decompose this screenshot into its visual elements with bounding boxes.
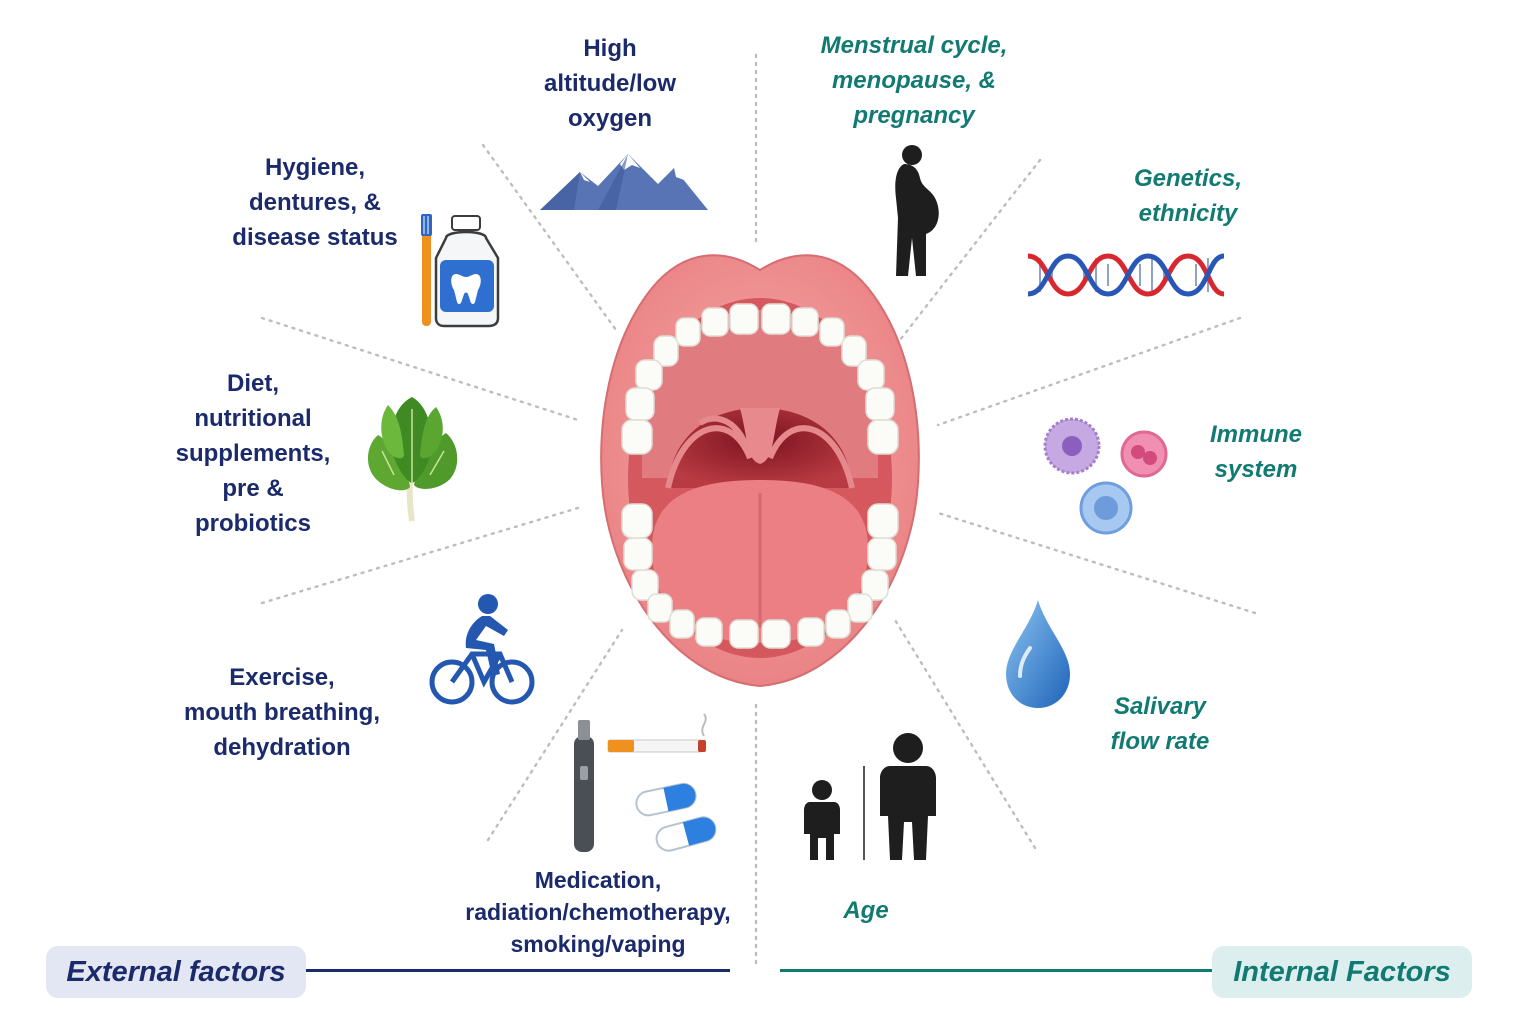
- vape-cigarette-pills-icon: [574, 713, 717, 852]
- external-factors-badge: External factors: [46, 946, 306, 998]
- pregnant-woman-icon: [895, 145, 939, 276]
- mountain-icon: [540, 154, 708, 210]
- open-mouth-icon: [600, 254, 920, 688]
- factor-label-hygiene: Hygiene, dentures, & disease status: [232, 154, 398, 251]
- cyclist-icon: [429, 594, 535, 705]
- leafy-greens-icon: [367, 397, 458, 522]
- internal-factors-divider: [780, 969, 1212, 972]
- factor-label-age: Age: [843, 897, 889, 924]
- external-factors-divider: [306, 969, 730, 972]
- factor-label-exercise: Exercise, mouth breathing, dehydration: [184, 664, 380, 761]
- internal-factors-badge: Internal Factors: [1212, 946, 1472, 998]
- factor-label-genetics: Genetics, ethnicity: [1133, 165, 1243, 227]
- factor-label-immune: Immune system: [1209, 421, 1302, 483]
- toothbrush-mouthwash-icon: [421, 214, 500, 328]
- immune-cells-icon: [1043, 417, 1168, 535]
- dna-icon: [1027, 253, 1225, 297]
- child-adult-icon: [804, 733, 936, 860]
- factor-label-altitude: High altitude/low oxygen: [544, 35, 676, 132]
- factor-label-hormonal: Menstrual cycle, menopause, & pregnancy: [820, 32, 1008, 129]
- factor-label-diet: Diet, nutritional supplements, pre & pro…: [175, 370, 331, 537]
- water-drop-icon: [1006, 600, 1070, 708]
- factor-label-salivary: Salivary flow rate: [1110, 693, 1210, 755]
- factor-label-medication: Medication, radiation/chemotherapy, smok…: [465, 867, 731, 957]
